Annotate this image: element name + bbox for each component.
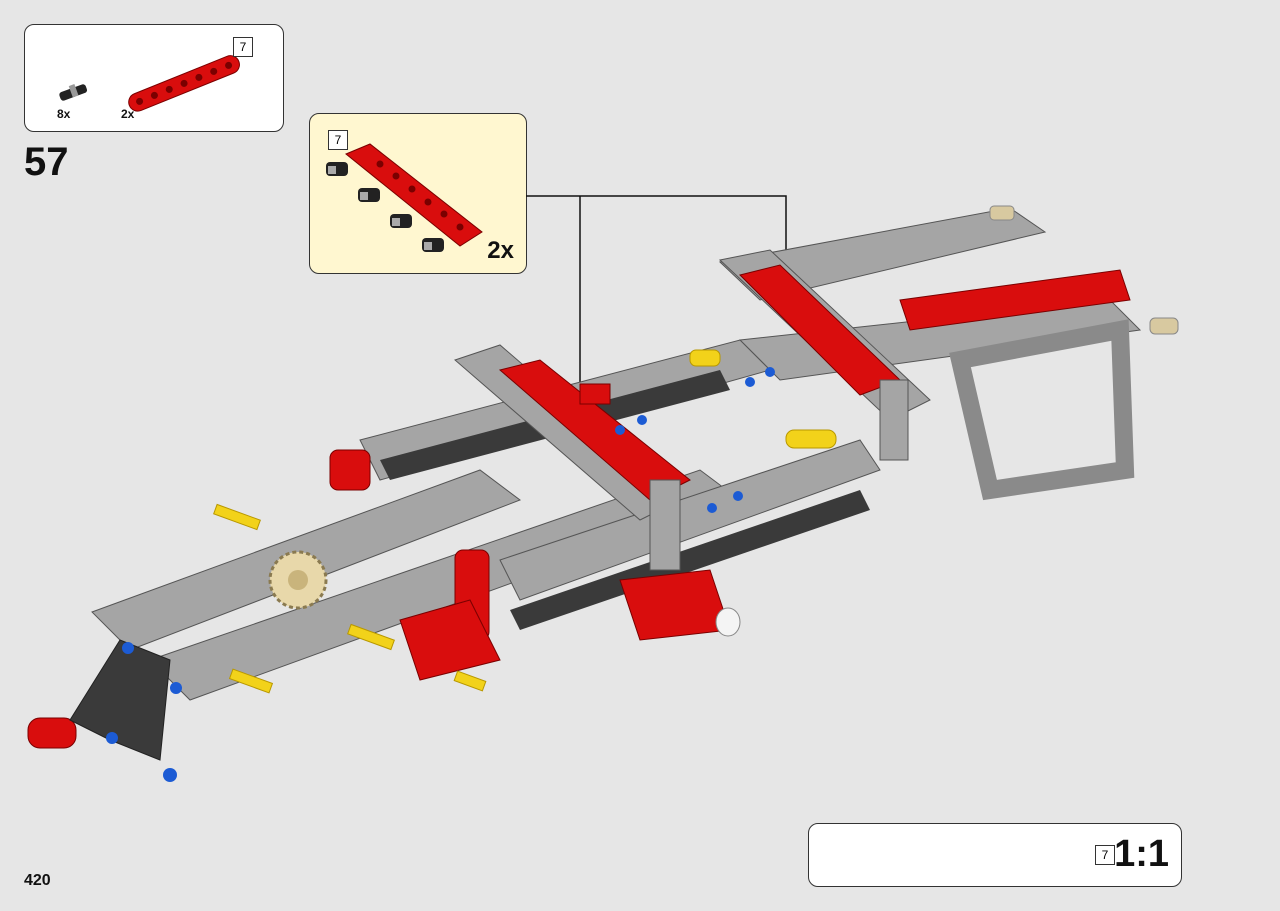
- red-beam-7-icon: [128, 55, 240, 112]
- callout-arrows: [526, 195, 787, 395]
- subassembly-callout: 7 2x: [309, 113, 527, 274]
- parts-list-box: 8x 2x 7: [24, 24, 284, 132]
- subassembly-multiplier: 2x: [487, 237, 514, 264]
- beam-length-tag: 7: [233, 37, 253, 57]
- scale-reference-box: 7 1:1: [808, 823, 1182, 887]
- beam-quantity: 2x: [121, 107, 135, 121]
- subassembly-beam-icon: [345, 143, 483, 247]
- subassembly-pins-icon: [326, 162, 444, 252]
- scale-label: 1:1: [1114, 833, 1169, 875]
- step-number: 57: [24, 140, 69, 184]
- gear: [268, 550, 328, 610]
- yellow-axles: [213, 349, 837, 694]
- parts-list-art: [59, 55, 240, 112]
- connector-pin-icon: [59, 84, 88, 101]
- arrow-head-right: [778, 268, 794, 286]
- rear-frame: [718, 205, 1179, 501]
- pin-quantity: 8x: [57, 107, 71, 121]
- blue-pins: [106, 367, 775, 782]
- side-rails: [91, 339, 881, 701]
- front-frame: [69, 639, 171, 761]
- white-bushing: [715, 607, 741, 637]
- arrow-head-left: [572, 393, 588, 410]
- scale-length-tag: 7: [1095, 845, 1115, 865]
- red-details: [27, 383, 731, 749]
- subassembly-length-tag: 7: [328, 130, 348, 150]
- cross-members: [454, 249, 931, 571]
- subassembly-art: [326, 143, 483, 252]
- page-number: 420: [24, 872, 51, 889]
